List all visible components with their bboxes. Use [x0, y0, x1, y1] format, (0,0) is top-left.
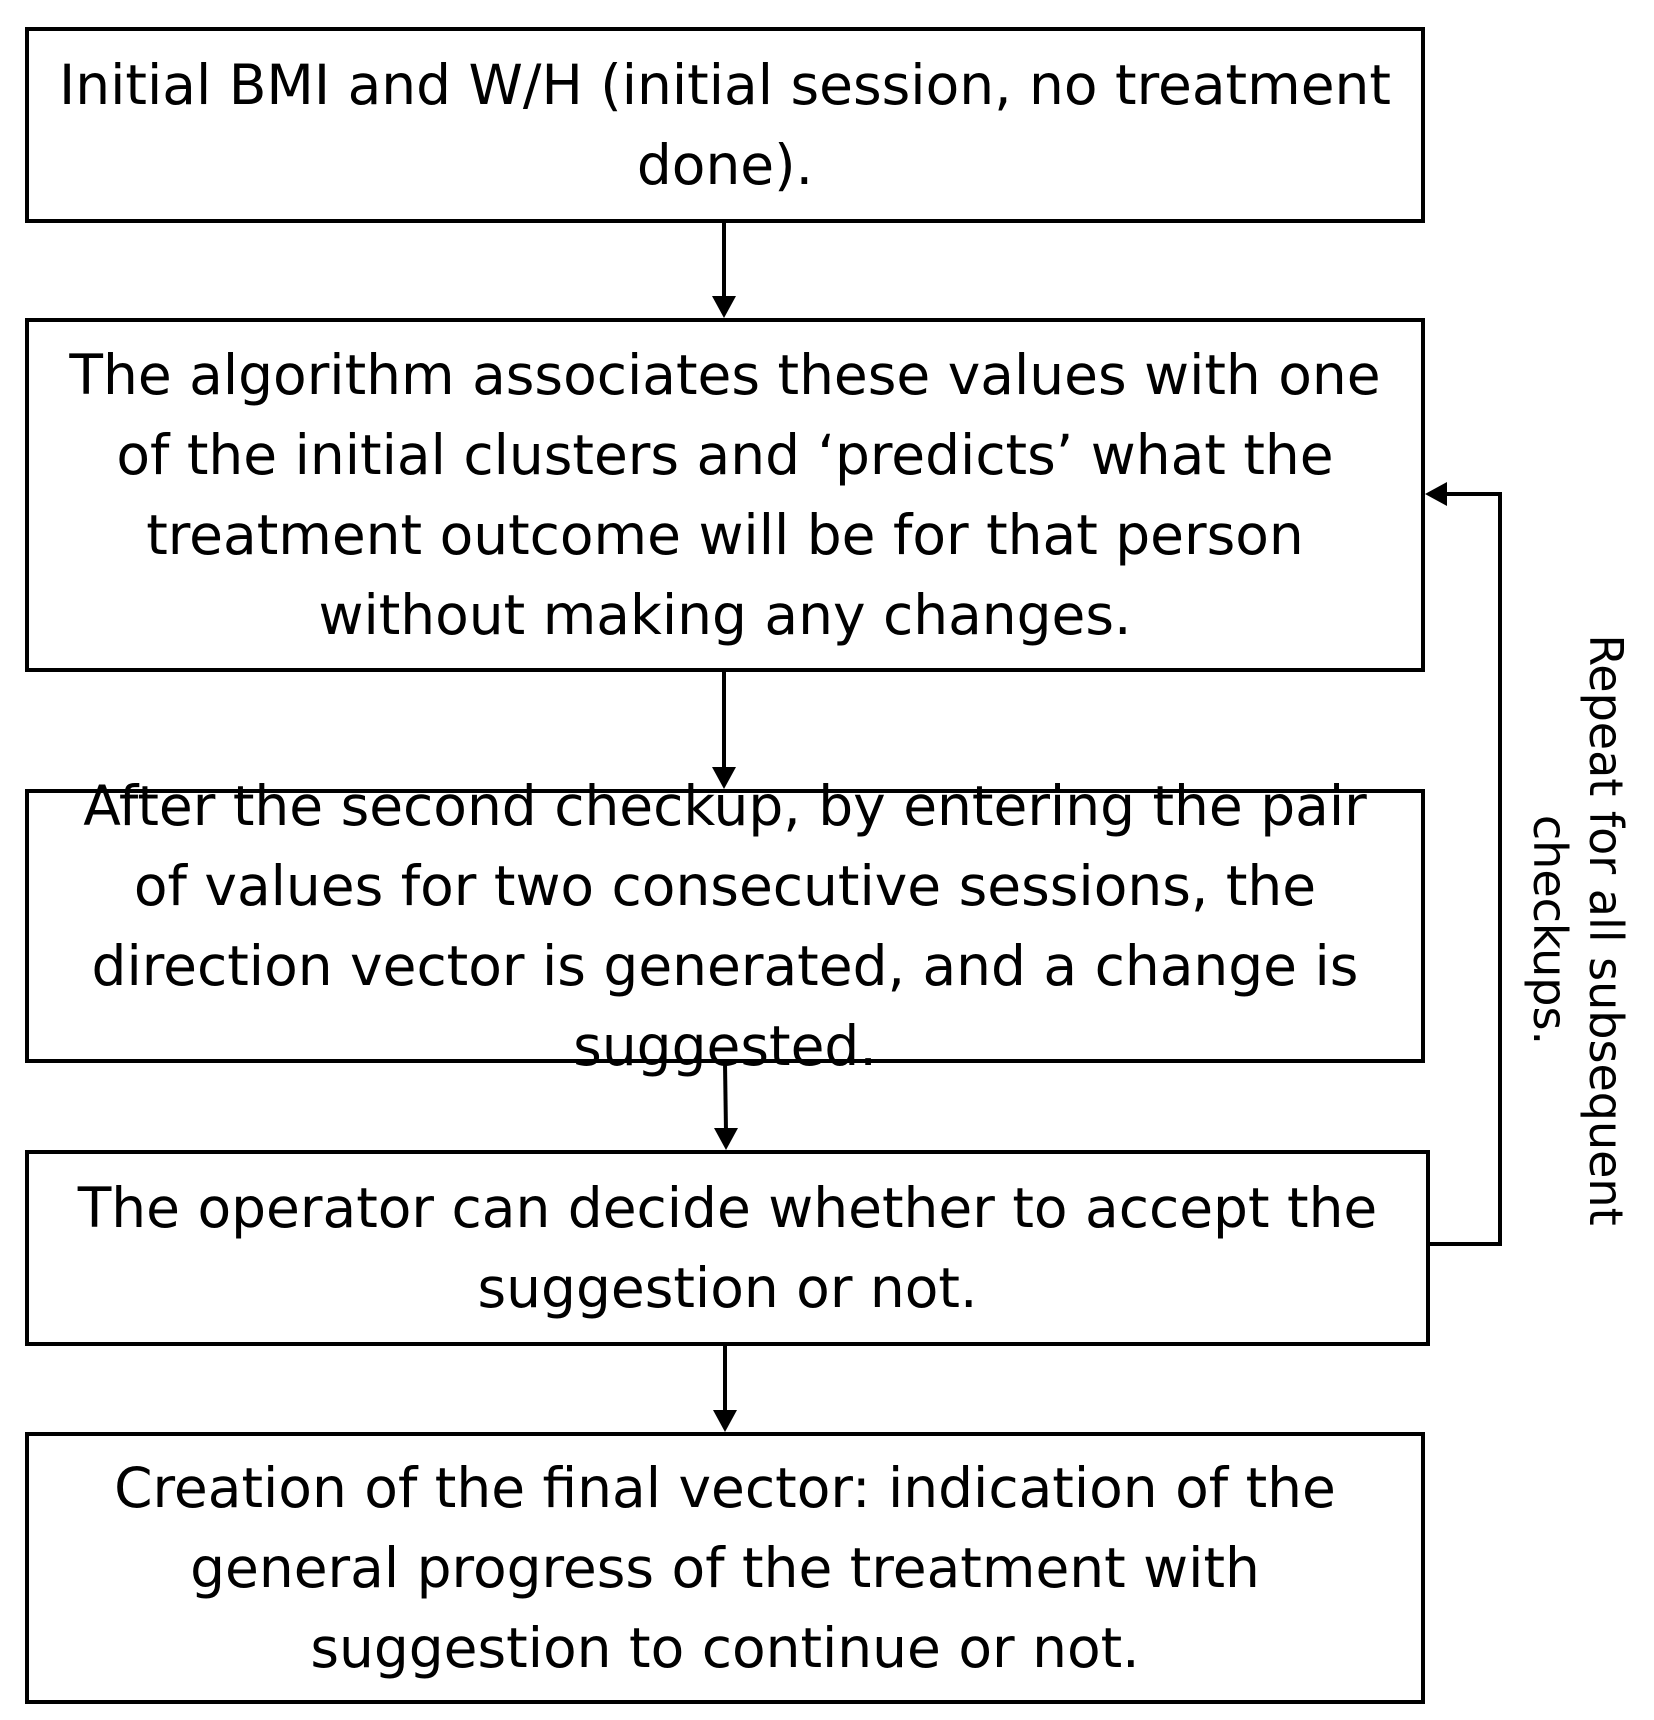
step-3-direction-vector: After the second checkup, by entering th…	[25, 774, 1425, 1078]
arrowhead-loop-back	[1425, 482, 1447, 506]
step-2-cluster-prediction: The algorithm associates these values wi…	[25, 318, 1425, 672]
step-5-final-vector: Creation of the final vector: indication…	[25, 1432, 1425, 1704]
arrowhead-step2	[712, 296, 736, 318]
arrowhead-step4	[714, 1128, 738, 1150]
arrow-step3-to-step4	[723, 1062, 728, 1133]
step-1-text: Initial BMI and W/H (initial session, no…	[59, 53, 1391, 197]
step-5-text: Creation of the final vector: indication…	[114, 1456, 1336, 1680]
step-4-text: The operator can decide whether to accep…	[77, 1176, 1378, 1320]
step-4-operator-decision: The operator can decide whether to accep…	[25, 1150, 1430, 1346]
arrowhead-step5	[713, 1410, 737, 1432]
loop-label-text: Repeat for all subsequent checkups.	[1523, 634, 1633, 1226]
step-1-initial-measurement: Initial BMI and W/H (initial session, no…	[25, 27, 1425, 223]
loop-back-connector	[1430, 492, 1502, 1246]
step-2-text: The algorithm associates these values wi…	[69, 343, 1381, 647]
arrowhead-step3	[712, 767, 736, 789]
